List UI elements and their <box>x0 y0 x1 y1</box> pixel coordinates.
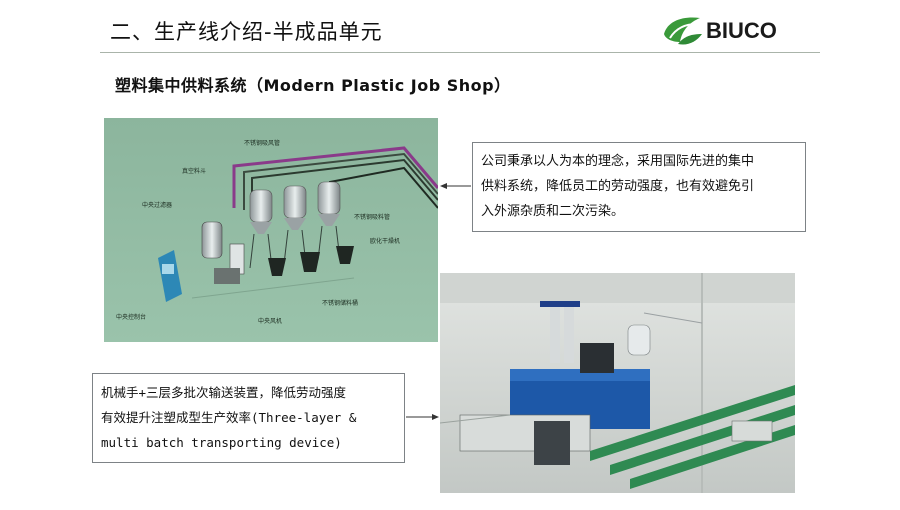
callout-line: 公司秉承以人为本的理念，采用国际先进的集中 <box>481 154 755 169</box>
callout-line: 机械手+三层多批次输送装置，降低劳动强度 <box>101 385 347 400</box>
callout-feeding-system: 公司秉承以人为本的理念，采用国际先进的集中 供料系统，降低员工的劳动强度，也有效… <box>472 142 806 232</box>
arrow-right-icon <box>432 414 439 420</box>
label-storage: 不锈钢储料桶 <box>322 300 359 307</box>
callout-line: 入外源杂质和二次污染。 <box>481 204 625 219</box>
label-pipe-top: 不锈钢吸风管 <box>244 140 281 147</box>
leaf-icon <box>664 17 702 45</box>
label-pipe-material: 不锈钢吸料管 <box>354 214 391 221</box>
biuco-logo: BIUCO <box>660 12 800 52</box>
callout-line: 有效提升注塑成型生产效率(Three-layer & <box>101 410 357 425</box>
callout-line: multi batch transporting device) <box>101 435 342 450</box>
slide-title: 二、生产线介绍-半成品单元 <box>110 20 383 44</box>
label-dryer: 欧化干燥机 <box>370 238 401 245</box>
header-divider <box>100 52 820 53</box>
label-vacuum-hopper: 真空料斗 <box>182 168 207 175</box>
robot-conveyor-render <box>440 273 795 493</box>
callout-line: 供料系统，降低员工的劳动强度，也有效避免引 <box>481 179 755 194</box>
central-feeding-system-diagram: 不锈钢吸风管 真空料斗 不锈钢吸料管 中央过滤器 欧化干燥机 不锈钢储料桶 中央… <box>104 118 438 342</box>
label-central-filter: 中央过滤器 <box>142 202 173 209</box>
section-subtitle: 塑料集中供料系统（Modern Plastic Job Shop） <box>115 76 511 95</box>
label-control-panel: 中央控制台 <box>116 314 147 321</box>
arrow-left-icon <box>440 183 447 189</box>
label-central-fan: 中央风机 <box>258 318 283 325</box>
logo-text: BIUCO <box>706 18 777 43</box>
callout-robot-conveyor: 机械手+三层多批次输送装置，降低劳动强度 有效提升注塑成型生产效率(Three-… <box>92 373 405 463</box>
